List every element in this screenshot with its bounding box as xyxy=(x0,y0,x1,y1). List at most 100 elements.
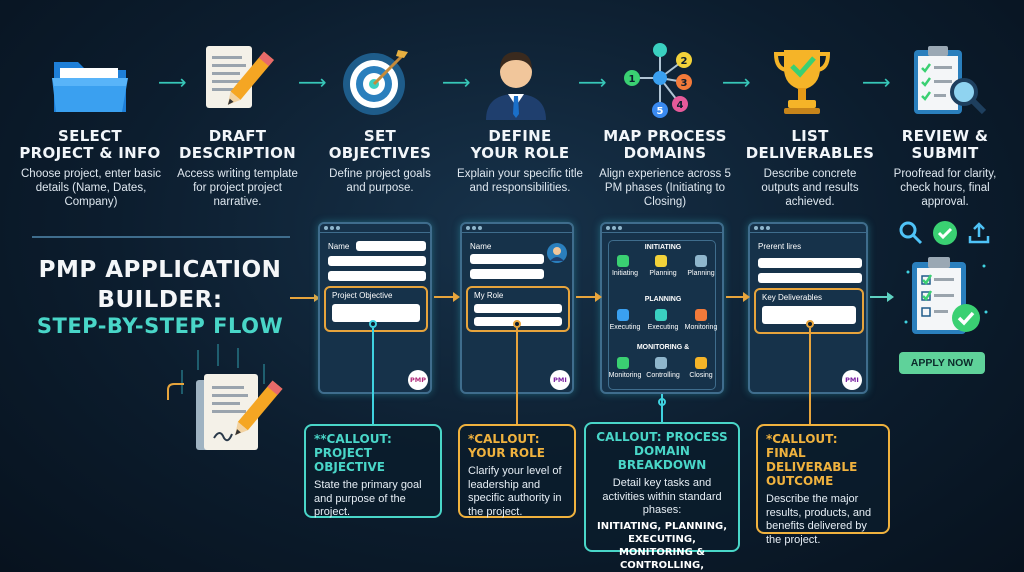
step-description: Access writing template for project proj… xyxy=(177,168,298,208)
connector xyxy=(870,292,894,302)
step-title: MAP PROCESS DOMAINS xyxy=(603,127,727,162)
planning-icon xyxy=(655,255,667,267)
node-label: 4 xyxy=(677,100,684,111)
phase-label: Closing xyxy=(689,372,713,379)
phase-label: PLANNING xyxy=(644,296,682,303)
monitoring-icon xyxy=(695,309,707,321)
field-label: Prerent lires xyxy=(758,242,802,251)
page-title: PMP APPLICATION BUILDER: xyxy=(38,257,282,313)
step-description: Choose project, enter basic details (Nam… xyxy=(21,168,161,208)
trophy-icon xyxy=(773,50,831,114)
phase-label: Monitoring xyxy=(684,324,718,331)
box-label: Key Deliverables xyxy=(762,293,823,302)
callout-title: CALLOUT: PROCESS DOMAIN BREAKDOWN xyxy=(596,430,728,472)
connector-line xyxy=(372,328,374,424)
phase-label: Monitoring xyxy=(608,372,642,379)
step-description: Define project goals and purpose. xyxy=(329,168,431,194)
folder-icon xyxy=(52,62,128,112)
role-input[interactable] xyxy=(474,304,562,313)
callout-emphasis: INITIATING, PLANNING, EXECUTING, MONITOR… xyxy=(597,520,727,571)
deliverables-input[interactable] xyxy=(762,306,856,324)
project-objective-box[interactable]: Project Objective xyxy=(324,286,428,332)
document-pencil-icon xyxy=(206,46,274,108)
deliverables-form-card: Prerent lires Key Deliverables PMI xyxy=(748,222,868,394)
callout-project-objective: **CALLOUT: PROJECT OBJECTIVE State the p… xyxy=(304,424,442,518)
phase-label: INITIATING xyxy=(644,244,682,251)
executing-icon xyxy=(617,309,629,321)
clipboard-check-icon xyxy=(904,257,988,334)
phase-label: Initiating xyxy=(611,270,639,277)
callout-your-role: *CALLOUT: YOUR ROLE Clarify your level o… xyxy=(458,424,576,518)
target-icon xyxy=(343,50,408,115)
callout-body: Clarify your level of leadership and spe… xyxy=(468,465,562,518)
phase-label: Planning xyxy=(649,270,677,277)
connector xyxy=(167,294,320,400)
phase-label: Executing xyxy=(647,324,679,331)
field-label: Name xyxy=(328,242,350,251)
flow-arrow: ⟶ xyxy=(578,70,607,94)
connector-line xyxy=(661,394,663,422)
step-title: DEFINE YOUR ROLE xyxy=(470,127,570,162)
box-label: My Role xyxy=(474,291,504,300)
text-field[interactable] xyxy=(758,273,862,283)
callout-process-domain: CALLOUT: PROCESS DOMAIN BREAKDOWN Detail… xyxy=(584,422,740,571)
page-subtitle: STEP-BY-STEP FLOW xyxy=(36,314,284,338)
text-field[interactable] xyxy=(470,269,544,279)
objective-input[interactable] xyxy=(332,304,420,322)
callout-body: Detail key tasks and activities within s… xyxy=(602,477,722,516)
step-title: REVIEW & SUBMIT xyxy=(901,127,989,162)
check-icon xyxy=(933,221,957,245)
callout-body: Describe the major results, products, an… xyxy=(766,493,872,546)
process-domains-card: INITIATING Initiating Planning Planning … xyxy=(600,222,724,394)
flow-arrow: ⟶ xyxy=(158,70,187,94)
callout-body: State the primary goal and purpose of th… xyxy=(314,479,422,518)
flow-arrow: ⟶ xyxy=(722,70,751,94)
box-label: Project Objective xyxy=(332,291,393,300)
initiating-icon xyxy=(617,255,629,267)
callout-title: *CALLOUT: YOUR ROLE xyxy=(468,432,545,460)
chart-icon xyxy=(617,357,629,369)
search-icon xyxy=(899,221,923,245)
callout-title: **CALLOUT: PROJECT OBJECTIVE xyxy=(314,432,392,474)
step-title: SET OBJECTIVES xyxy=(328,127,432,162)
step-description: Describe concrete outputs and results ac… xyxy=(761,168,859,208)
person-icon xyxy=(486,52,546,120)
text-field[interactable] xyxy=(328,271,426,281)
node-label: 3 xyxy=(681,78,688,89)
connector xyxy=(726,292,750,302)
field-label: Name xyxy=(470,242,492,251)
connector-dot xyxy=(513,320,521,328)
connector-dot xyxy=(806,320,814,328)
name-field[interactable] xyxy=(470,254,544,264)
calendar-icon xyxy=(695,255,707,267)
name-field[interactable] xyxy=(356,241,426,251)
pmi-badge: PMI xyxy=(550,370,570,390)
phase-grid: INITIATING Initiating Planning Planning … xyxy=(608,240,718,390)
network-icon: 1 2 3 4 5 xyxy=(624,43,692,118)
objectives-form-card: Name Project Objective PMP xyxy=(318,222,432,394)
phase-label: MONITORING & xyxy=(636,344,690,351)
node-label: 1 xyxy=(629,74,636,85)
text-field[interactable] xyxy=(328,256,426,266)
callout-title: *CALLOUT: FINAL DELIVERABLE OUTCOME xyxy=(766,432,858,488)
step-description: Explain your specific title and responsi… xyxy=(457,168,583,194)
phase-label: Executing xyxy=(609,324,641,331)
clipboard-search-icon xyxy=(914,46,987,115)
connector-dot xyxy=(369,320,377,328)
callout-final-deliverable: *CALLOUT: FINAL DELIVERABLE OUTCOME Desc… xyxy=(756,424,890,546)
step-description: Proofread for clarity, check hours, fina… xyxy=(893,168,997,208)
node-label: 2 xyxy=(681,56,688,67)
upload-icon xyxy=(968,222,990,244)
pmi-badge: PMI xyxy=(842,370,862,390)
node-label: 5 xyxy=(657,106,664,117)
flow-arrow: ⟶ xyxy=(298,70,327,94)
flow-arrow: ⟶ xyxy=(442,70,471,94)
step-title: LIST DELIVERABLES xyxy=(745,127,875,162)
apply-now-button[interactable]: APPLY NOW xyxy=(899,352,985,374)
closing-icon xyxy=(695,357,707,369)
phase-label: Planning xyxy=(687,270,715,277)
step-description: Align experience across 5 PM phases (Ini… xyxy=(599,168,731,208)
text-field[interactable] xyxy=(758,258,862,268)
controlling-icon xyxy=(655,357,667,369)
connector xyxy=(434,292,460,302)
